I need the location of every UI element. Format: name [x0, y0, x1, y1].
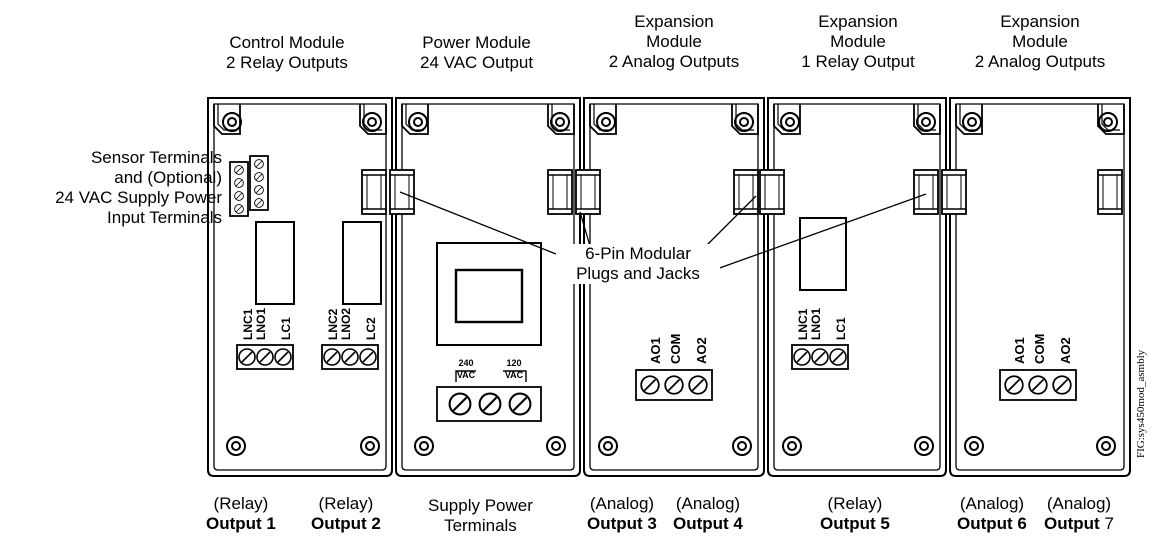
label-ao1-a: AO1 [648, 337, 663, 364]
terminal-strip-3 [635, 369, 713, 401]
output-5-label: (Relay)Output 5 [820, 494, 890, 533]
label-120-vac: VAC [505, 370, 524, 380]
output-6-label: (Analog)Output 6 [957, 494, 1027, 533]
power-module [395, 97, 581, 477]
label-lno2: LNO2 [339, 308, 353, 340]
label-120: 120 [506, 358, 521, 368]
modular-jacks [361, 169, 1123, 215]
terminal-strip-1 [236, 344, 294, 370]
label-ao2-a: AO2 [694, 337, 709, 364]
label-com-a: COM [668, 334, 683, 364]
relay-1 [255, 221, 295, 305]
expansion-module-2 [767, 97, 947, 477]
label-lc1: LC1 [279, 317, 293, 340]
output-4-label: (Analog)Output 4 [673, 494, 743, 533]
output-7-label: (Analog) Output 7 [1044, 494, 1114, 533]
analog-terminal-text: AO1 COM AO2 AO1 COM AO2 [648, 334, 1073, 364]
label-lno1: LNO1 [254, 308, 268, 340]
label-240-vac: VAC [457, 370, 476, 380]
output-1-label: (Relay)Output 1 [206, 494, 276, 533]
label-lnc2: LNC2 [326, 308, 340, 340]
label-lno1-out5: LNO1 [809, 308, 823, 340]
figure-id: FIG:sys450mod_asmbly [1135, 349, 1147, 458]
relay-2 [342, 221, 382, 305]
label-240: 240 [458, 358, 473, 368]
terminal-strip-2 [321, 344, 379, 370]
expansion-module-1 [583, 97, 765, 477]
sensor-terminals [229, 155, 269, 217]
label-ao1-b: AO1 [1012, 337, 1027, 364]
vac-text: 240 VAC 120 VAC [457, 358, 524, 380]
terminal-strip-6 [999, 369, 1077, 401]
label-lnc1: LNC1 [241, 308, 255, 340]
expansion-module-3 [949, 97, 1131, 477]
supply-terminal-strip [436, 370, 542, 422]
output-2-label: (Relay)Output 2 [311, 494, 381, 533]
label-lc1-out5: LC1 [834, 317, 848, 340]
terminal-text: LNC1 LNO1 LC1 LNC2 LNO2 LC2 LNC1 LNO1 LC… [241, 308, 848, 340]
label-lnc1-out5: LNC1 [796, 308, 810, 340]
label-ao2-b: AO2 [1058, 337, 1073, 364]
terminal-strip-5 [791, 344, 849, 370]
control-module [207, 97, 393, 477]
leader-lines [399, 191, 927, 271]
output-3-label: (Analog)Output 3 [587, 494, 657, 533]
label-com-b: COM [1032, 334, 1047, 364]
label-lc2: LC2 [364, 317, 378, 340]
